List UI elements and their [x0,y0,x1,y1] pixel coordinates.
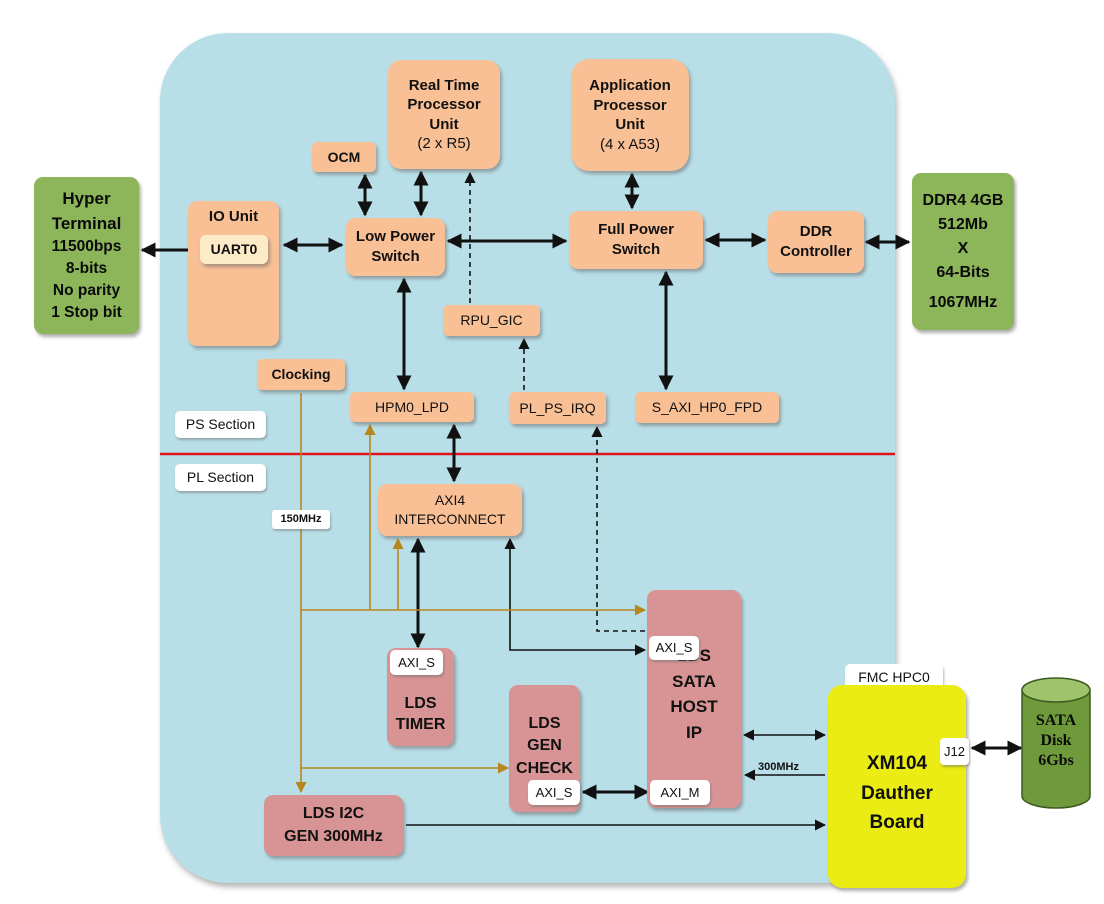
hyper-terminal-line: Hyper [62,189,111,209]
apu-line: Application [589,77,671,94]
clock-300mhz-label: 300MHz [758,761,799,773]
pl-ps-irq-label: PL_PS_IRQ [519,399,596,416]
ddr4-line: 512Mb [938,215,988,233]
ddr4-line: 1067MHz [928,293,998,311]
pl-section-text: PL Section [186,469,255,486]
apu-line: Processor [593,96,667,114]
lds-sata-host-line: HOST [670,697,718,716]
hyper-terminal-block: Hyper Terminal 11500bps 8-bits No parity… [34,177,139,334]
sata-disk-line: SATA [1035,712,1077,729]
ddr4-line: DDR4 4GB [922,191,1004,209]
lds-i2c-gen-line: GEN 300MHz [284,827,383,845]
full-power-switch-line: Full Power [598,220,674,238]
clocking-label: Clocking [271,366,331,383]
lds-sata-host-ip-block: LDS SATA HOST IP [647,590,741,808]
lds-timer-line: TIMER [395,716,446,734]
io-unit-block: IO Unit [188,201,279,346]
uart0-block: UART0 [200,235,268,264]
s-axi-hp0-fpd-block: S_AXI_HP0_FPD [635,392,779,423]
rpu-line: Processor [407,96,481,113]
sata-disk-line: 6Gbs [1038,752,1074,769]
hyper-terminal-line: Terminal [51,213,122,233]
rpu-gic-block: RPU_GIC [443,305,540,336]
lds-gen-check-line: LDS [528,715,561,732]
lds-gen-check-axi-s-text: AXI_S [535,784,573,800]
lds-gen-check-line: GEN [527,737,562,755]
apu-block: Application Processor Unit (4 x A53) [571,59,689,171]
xm104-daughter-board: XM104 Dauther Board [828,685,966,888]
rpu-block: Real Time Processor Unit (2 x R5) [388,60,500,169]
j12-text: J12 [944,743,965,759]
lds-sata-host-axi-s-port: AXI_S [649,636,699,660]
ddr-controller-block: DDR Controller [768,211,864,273]
uart0-label: UART0 [210,241,258,258]
io-unit-label: IO Unit [208,208,259,225]
low-power-switch-line: Switch [371,248,420,265]
lds-sata-host-axi-m-text: AXI_M [660,784,700,800]
lds-timer-axi-s-text: AXI_S [398,654,435,670]
lds-sata-host-line: IP [685,722,703,742]
hyper-terminal-line: No parity [52,281,121,299]
fmc-hpc0-text: FMC HPC0 [858,669,930,686]
pl-section-label: PL Section [175,464,266,491]
s-axi-hp0-fpd-label: S_AXI_HP0_FPD [651,399,763,416]
ddr4-line: X [957,239,969,257]
ocm-label: OCM [327,148,361,165]
apu-line: Unit [615,116,645,133]
ddr-controller-line: DDR [799,222,833,240]
ocm-block: OCM [312,142,376,172]
clocking-block: Clocking [257,359,345,390]
xm104-line: Board [869,812,925,834]
low-power-switch-line: Low Power [355,227,436,245]
lds-gen-check-axi-s-port: AXI_S [528,780,580,805]
ps-section-label: PS Section [175,411,266,438]
rpu-line: Real Time [408,76,480,94]
pl-ps-irq-block: PL_PS_IRQ [509,392,606,424]
lds-gen-check-line: CHECK [516,759,573,777]
hyper-terminal-line: 8-bits [65,259,108,277]
lds-timer-line: LDS [404,694,437,712]
lds-i2c-gen-block: LDS I2C GEN 300MHz [264,795,403,856]
sata-disk-line: Disk [1040,732,1072,749]
hyper-terminal-line: 1 Stop bit [51,303,122,321]
xm104-line: XM104 [866,753,928,775]
ddr4-memory-block: DDR4 4GB 512Mb X 64-Bits 1067MHz [912,173,1014,330]
sata-disk-cylinder [1021,677,1091,809]
rpu-gic-label: RPU_GIC [460,312,523,329]
full-power-switch-line: Switch [611,241,661,258]
j12-connector: J12 [940,738,969,765]
apu-line: (4 x A53) [599,135,661,153]
rpu-line: Unit [429,115,459,133]
clock-150mhz-text: 150MHz [280,512,322,525]
hpm0-lpd-block: HPM0_LPD [350,392,474,422]
xm104-line: Dauther [861,782,933,804]
axi4-interconnect-block: AXI4 INTERCONNECT [378,484,522,536]
ddr4-line: 64-Bits [936,263,990,281]
axi4-interconnect-line: INTERCONNECT [394,511,506,527]
axi4-interconnect-line: AXI4 [434,492,466,509]
hyper-terminal-line: 11500bps [51,237,122,255]
ps-section-text: PS Section [185,416,256,433]
hpm0-lpd-label: HPM0_LPD [375,398,449,415]
rpu-line: (2 x R5) [417,135,471,152]
low-power-switch-block: Low Power Switch [346,218,445,276]
lds-sata-host-axi-m-port: AXI_M [650,780,710,805]
full-power-switch-block: Full Power Switch [569,211,703,269]
ddr-controller-line: Controller [780,243,852,260]
lds-sata-host-axi-s-text: AXI_S [655,640,693,656]
sata-disk-label: SATA Disk 6Gbs [1022,710,1090,772]
lds-sata-host-line: SATA [672,671,716,691]
lds-timer-axi-s-port: AXI_S [390,650,443,675]
lds-i2c-gen-line: LDS I2C [302,805,365,823]
clock-150mhz-label: 150MHz [272,510,330,529]
